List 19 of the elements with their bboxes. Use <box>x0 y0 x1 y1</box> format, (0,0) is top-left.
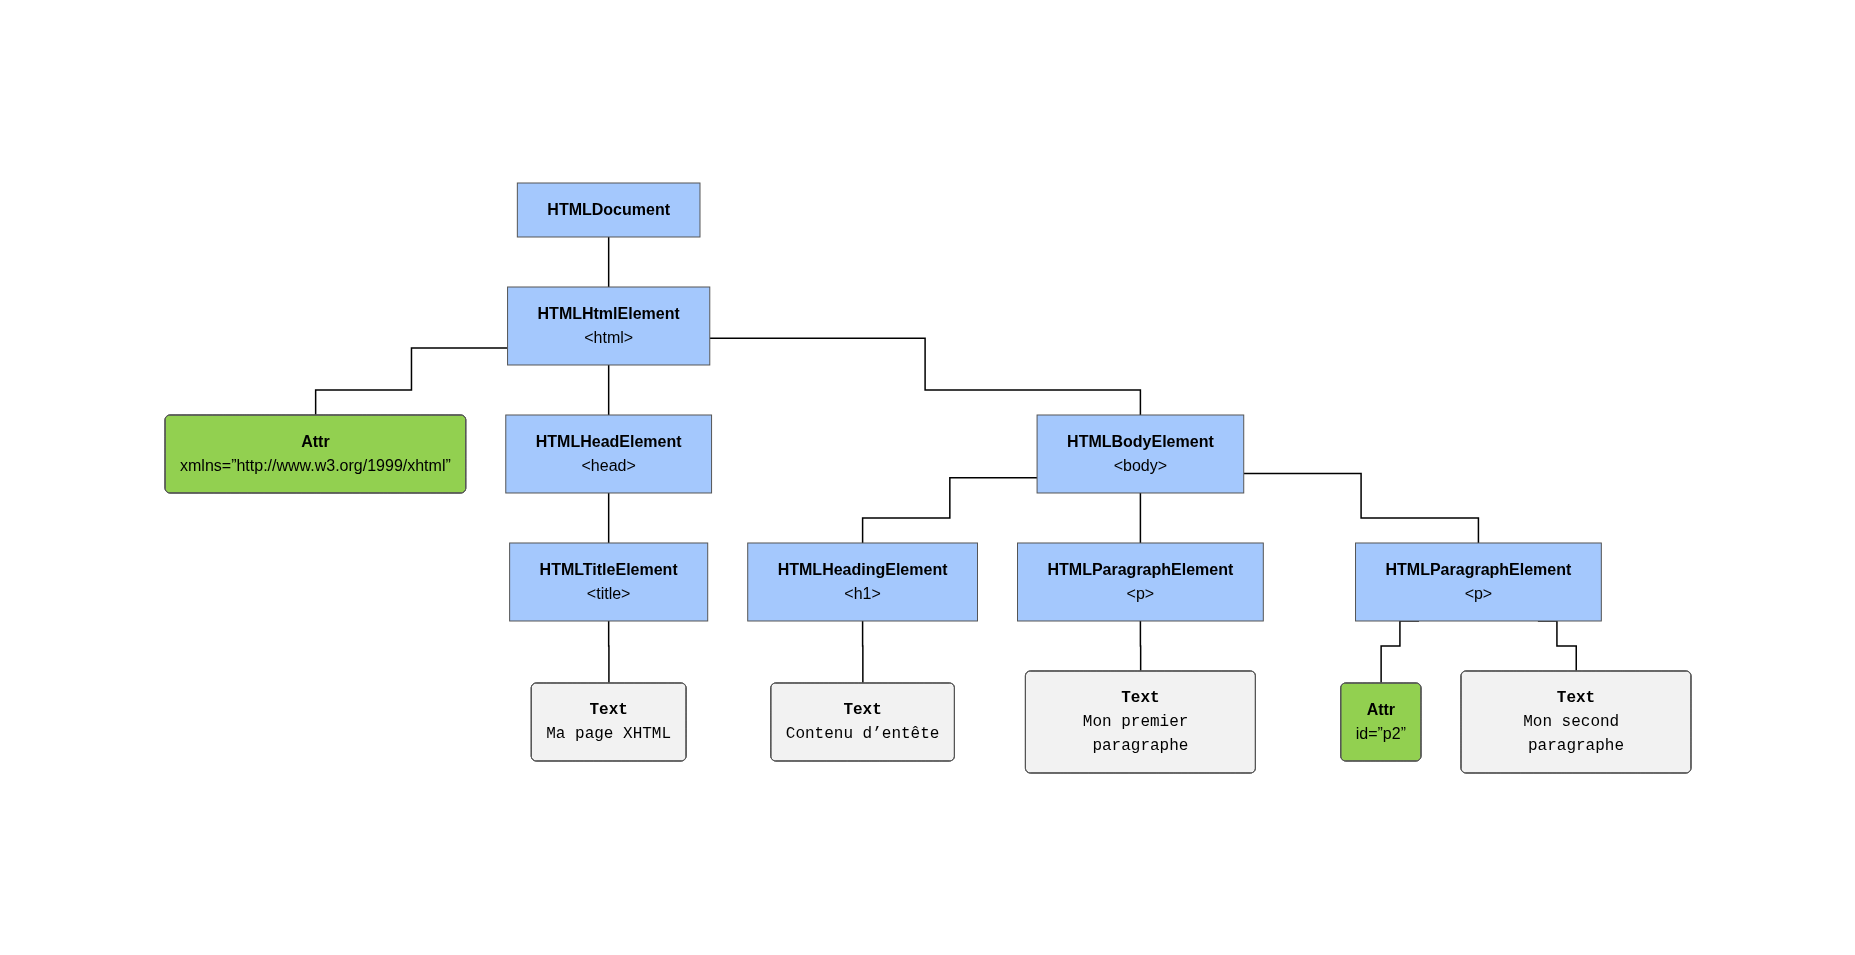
connector <box>314 346 508 416</box>
connector <box>1139 491 1141 544</box>
node-box: HTMLHeadElement <head> <box>504 414 712 493</box>
connector <box>1242 472 1479 544</box>
node-box: HTMLParagraphElement <p> <box>1016 542 1264 621</box>
node-box: HTMLTitleElement <title> <box>508 542 708 621</box>
connector <box>1139 619 1142 672</box>
connector <box>607 363 609 416</box>
node-box: HTMLHtmlElement <html> <box>506 286 710 365</box>
connector <box>607 619 610 684</box>
connector <box>607 491 609 544</box>
connector <box>607 235 609 288</box>
node-box: HTMLDocument <box>516 182 700 237</box>
node-box: HTMLBodyElement <body> <box>1036 414 1244 493</box>
node-box: HTMLParagraphElement <p> <box>1354 542 1602 621</box>
connector <box>861 619 864 684</box>
connector <box>861 476 1038 544</box>
connector <box>708 336 1141 416</box>
node-box: HTMLHeadingElement <h1> <box>746 542 978 621</box>
